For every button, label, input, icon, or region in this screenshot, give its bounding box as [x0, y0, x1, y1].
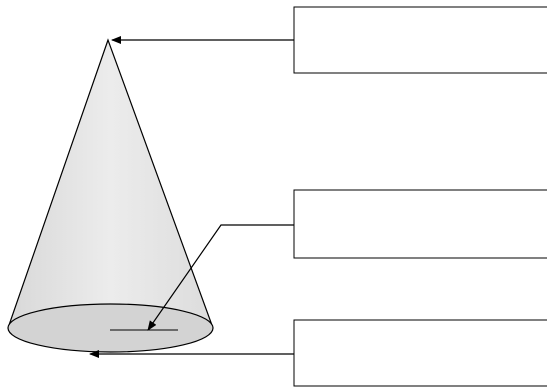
label-box-radius[interactable] [293, 189, 547, 259]
cone-body [7, 38, 214, 351]
arrow-to-radius [147, 224, 294, 331]
cone-base [7, 303, 214, 353]
label-box-apex[interactable] [293, 6, 547, 74]
label-box-base[interactable] [293, 319, 547, 387]
